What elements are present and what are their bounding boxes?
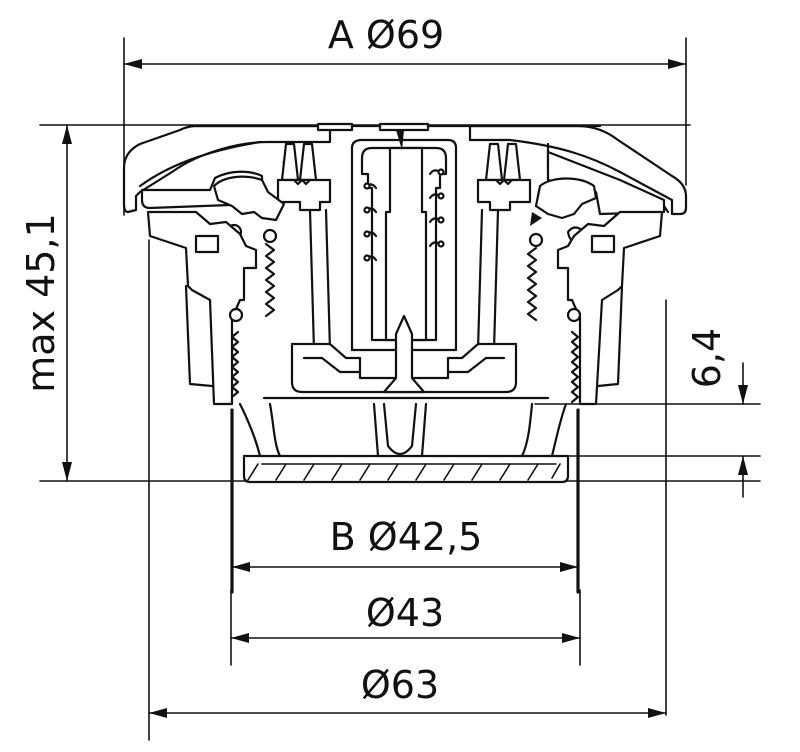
dimension-label-b-diameter: B Ø42,5 xyxy=(330,515,483,559)
body-left-wall xyxy=(146,210,258,406)
arrowhead-down-icon xyxy=(738,385,748,404)
arrowhead-right-icon xyxy=(562,633,580,643)
latch-tab-right xyxy=(484,142,522,182)
plunger-spring-left xyxy=(363,182,378,262)
arrowhead-up-icon xyxy=(738,456,748,475)
lower-body-walls xyxy=(238,402,568,458)
lower-center-rib xyxy=(372,402,428,458)
arrowhead-right-icon xyxy=(560,562,578,572)
arrowhead-left-icon xyxy=(231,633,249,643)
dimension-label-height: max 45,1 xyxy=(19,213,63,392)
gasket-hatching xyxy=(247,463,561,481)
latch-teeth-right xyxy=(494,178,514,186)
cap-lid-left-inner-edge xyxy=(138,140,262,188)
spring-pin-right xyxy=(528,232,544,248)
pointer-arrow-right-icon xyxy=(530,212,542,226)
cap-lid-right xyxy=(468,124,688,216)
dimension-label-inner-diameter: Ø43 xyxy=(366,591,444,635)
center-rivet xyxy=(382,314,426,394)
latch-block-right xyxy=(476,178,532,212)
arrowhead-up-icon xyxy=(62,125,72,144)
pointer-arrow-top-icon xyxy=(396,130,404,150)
side-spring-right xyxy=(526,246,538,322)
thread-right xyxy=(566,307,582,404)
thread-left xyxy=(228,307,244,399)
top-tab-left xyxy=(316,122,354,132)
cam-lever-left xyxy=(212,175,286,222)
latch-tab-left xyxy=(280,142,318,182)
dimension-label-base-diameter: Ø63 xyxy=(361,663,439,707)
side-spring-left xyxy=(264,242,276,318)
body-left-notch xyxy=(194,234,220,254)
dimension-inner-diameter: Ø43 xyxy=(230,589,581,666)
dimension-label-top-width: A Ø69 xyxy=(328,13,444,57)
guide-rail-left xyxy=(308,208,332,352)
body-right-skirt xyxy=(596,284,624,388)
arrowhead-left-icon xyxy=(232,562,250,572)
body-right-notch xyxy=(590,234,616,254)
plunger-shaft xyxy=(384,146,428,342)
body-left-skirt xyxy=(184,284,214,388)
plunger-spring-right xyxy=(428,168,445,248)
arrowhead-right-icon xyxy=(648,708,666,718)
arrowhead-down-icon xyxy=(62,462,72,481)
latch-block-left xyxy=(276,178,332,212)
dimension-b-diameter: B Ø42,5 xyxy=(230,408,580,594)
arrowhead-left-icon xyxy=(149,708,167,718)
cam-lever-right xyxy=(534,177,598,220)
dimension-height: max 45,1 xyxy=(19,124,761,482)
gasket-ring xyxy=(242,454,570,484)
dimension-step-height: 6,4 xyxy=(534,299,761,716)
seal-carrier-steps xyxy=(302,356,506,374)
latch-teeth-left xyxy=(292,178,312,186)
cap-assembly xyxy=(122,122,688,484)
guide-rail-right xyxy=(476,208,500,352)
arrowhead-right-icon xyxy=(668,59,686,69)
arrowhead-left-icon xyxy=(124,59,142,69)
spring-pin-left xyxy=(262,228,278,244)
dimension-label-step-height: 6,4 xyxy=(685,328,729,388)
top-tab-right xyxy=(378,122,430,132)
dimension-top-width: A Ø69 xyxy=(123,13,687,216)
dimension-base-diameter: Ø63 xyxy=(148,239,667,741)
